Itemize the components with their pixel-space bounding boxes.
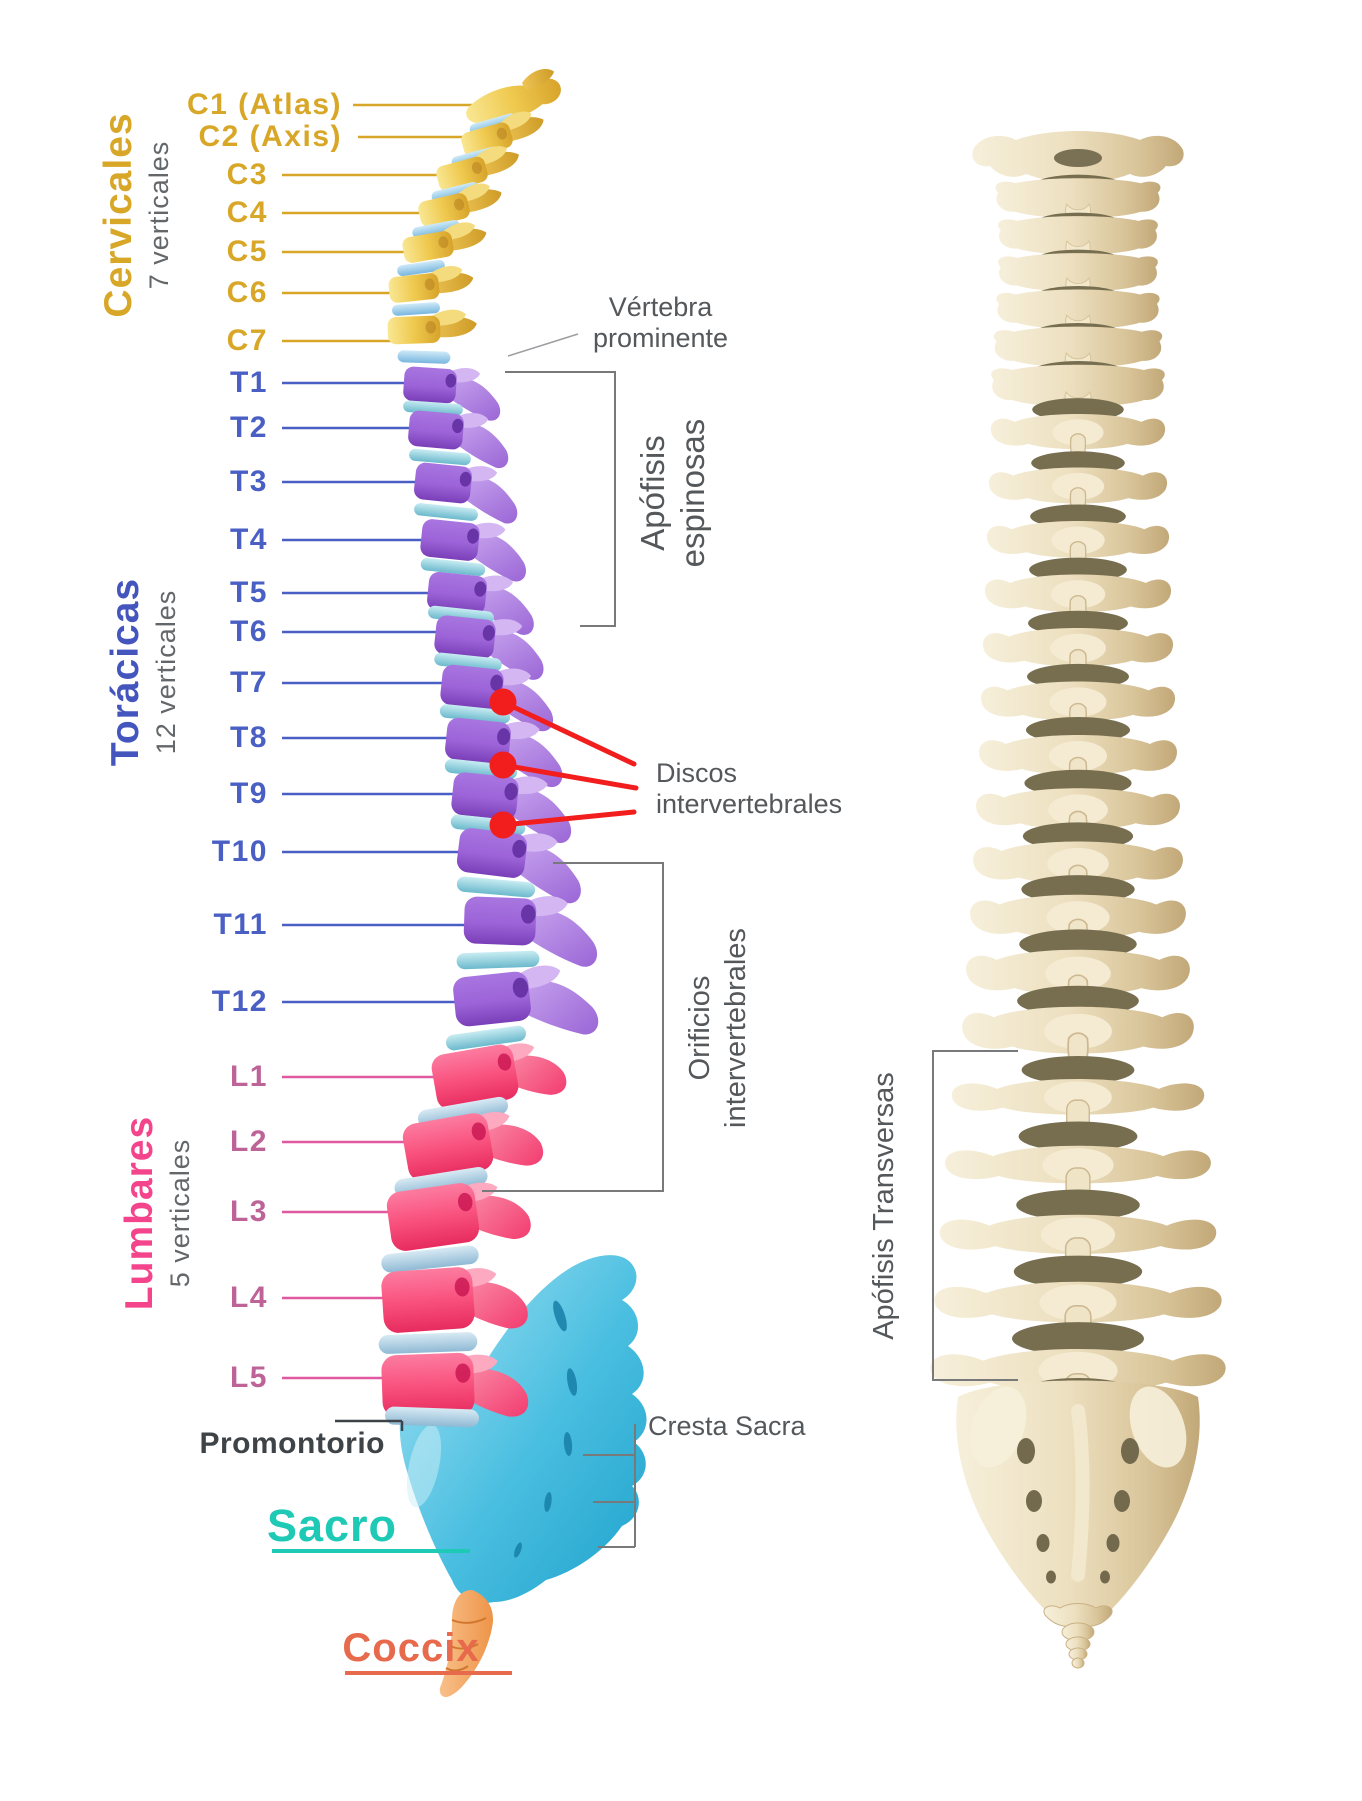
label-t1: T1 <box>229 366 268 399</box>
label-l3: L3 <box>229 1195 268 1228</box>
label-c7: C7 <box>226 324 268 357</box>
lateral-spine-illustration <box>378 69 647 1698</box>
orificios-bracket <box>482 862 664 1192</box>
sacro-label: Sacro <box>266 1500 398 1551</box>
label-l2: L2 <box>229 1125 268 1158</box>
discos-intervertebrales-annotation: Discos intervertebrales <box>656 758 843 819</box>
posterior-sacrum-art <box>956 1378 1200 1624</box>
label-l4: L4 <box>229 1281 268 1314</box>
label-c1: C1 (Atlas) <box>186 88 342 121</box>
posterior-spine-illustration <box>929 131 1227 1669</box>
promontorio-label: Promontorio <box>199 1427 385 1460</box>
label-c5: C5 <box>226 235 268 268</box>
label-c2: C2 (Axis) <box>198 120 342 153</box>
apofisis-transversas-annotation: Apófisis Transversas <box>868 1072 900 1340</box>
vertebra-prominente-leader <box>507 333 579 357</box>
cervical-section-art <box>387 69 561 364</box>
apofisis-espinosas-annotation: Apófisis espinosas <box>634 418 711 568</box>
discos-dots <box>489 688 517 839</box>
label-t4: T4 <box>229 523 268 556</box>
label-t5: T5 <box>229 576 268 609</box>
label-t2: T2 <box>229 411 268 444</box>
cresta-sacra-annotation: Cresta Sacra <box>648 1411 806 1441</box>
label-t3: T3 <box>229 465 268 498</box>
label-t7: T7 <box>229 666 268 699</box>
vertebra-prominente-annotation: Vértebra prominente <box>592 292 729 353</box>
thoracic-leader-lines <box>282 381 490 1004</box>
label-t11: T11 <box>213 908 268 941</box>
label-l5: L5 <box>229 1361 268 1394</box>
label-t12: T12 <box>211 985 268 1018</box>
label-t10: T10 <box>211 835 268 868</box>
label-t9: T9 <box>229 777 268 810</box>
posterior-coccyx-art <box>1043 1603 1113 1669</box>
label-c4: C4 <box>226 196 268 229</box>
label-l1: L1 <box>229 1060 268 1093</box>
promontorio-pointer <box>335 1419 404 1431</box>
discos-markers <box>500 699 639 828</box>
apofisis-transversas-bracket <box>932 1050 1018 1381</box>
cervical-leader-lines <box>282 103 478 343</box>
cresta-sacra-bracket <box>583 1424 636 1548</box>
label-c6: C6 <box>226 276 268 309</box>
coccyx-art <box>439 1590 494 1698</box>
label-c3: C3 <box>226 158 268 191</box>
apofisis-espinosas-bracket <box>505 371 616 627</box>
label-t8: T8 <box>229 721 268 754</box>
annotation-brackets <box>482 371 1018 1548</box>
label-t6: T6 <box>229 615 268 648</box>
orificios-intervertebrales-annotation: Orificios intervertebrales <box>684 928 752 1128</box>
coccix-label: Coccix <box>342 1626 480 1670</box>
